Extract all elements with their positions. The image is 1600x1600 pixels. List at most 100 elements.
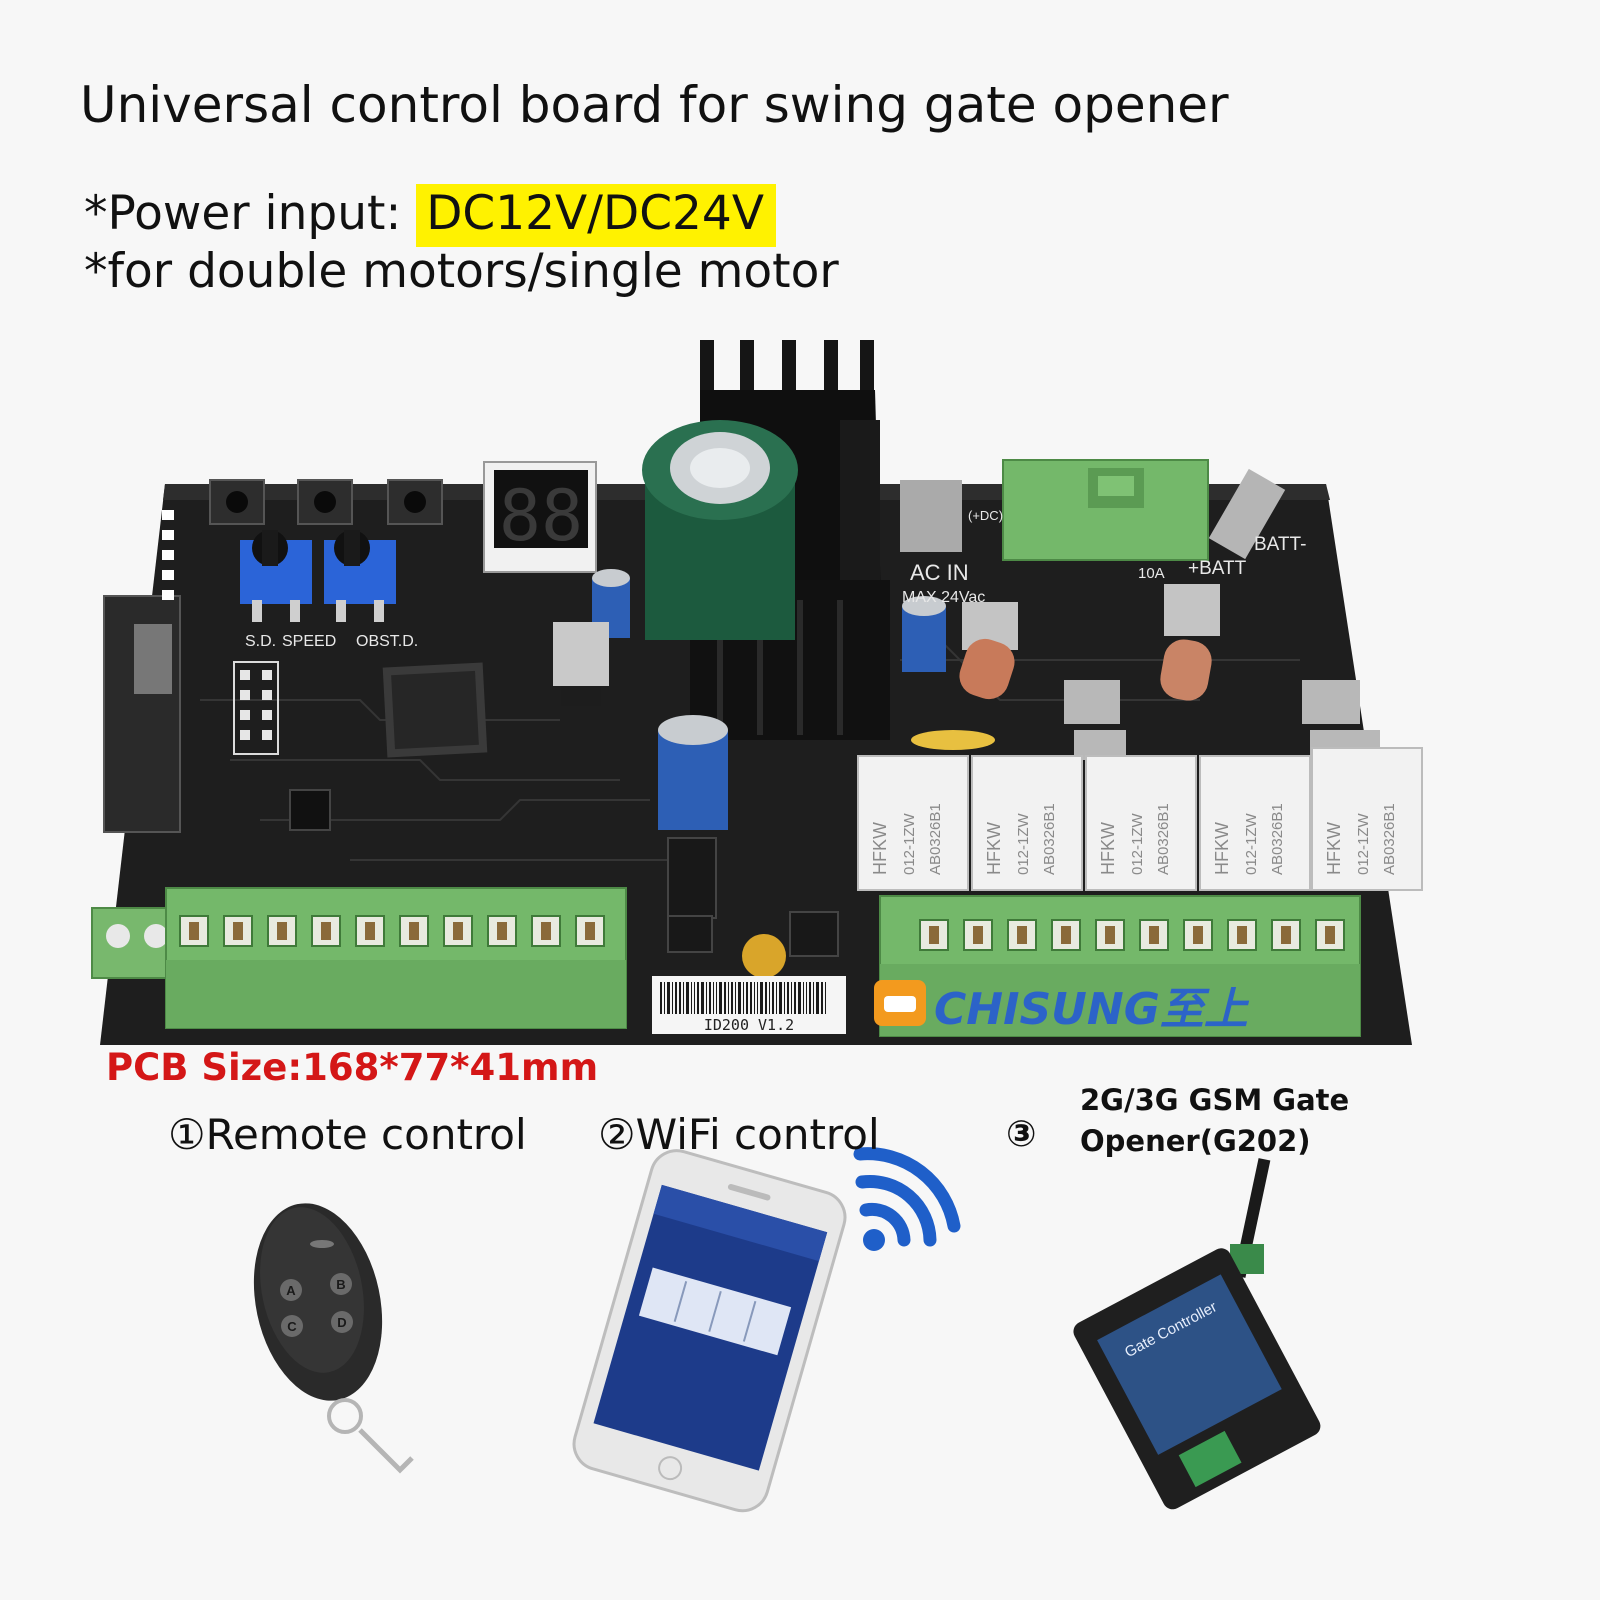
right-terminal-screw-slot-10 bbox=[1325, 926, 1335, 944]
right-terminal-screw-slot-4 bbox=[1061, 926, 1071, 944]
smartphone bbox=[572, 1149, 847, 1513]
barcode-bar bbox=[706, 982, 707, 1014]
svg-text:HFKW: HFKW bbox=[1098, 822, 1118, 875]
barcode-bar bbox=[719, 982, 722, 1014]
option-wifi-control: ②WiFi control bbox=[598, 1110, 880, 1159]
gsm-label-panel bbox=[1097, 1274, 1282, 1455]
relay-2: HFKW 012-1ZW AB0326B1 bbox=[971, 755, 1083, 891]
seven-segment-display: 88 bbox=[483, 461, 597, 573]
left-terminal-screw-slot-7 bbox=[453, 922, 463, 940]
left-terminal-screw-slot-1 bbox=[189, 922, 199, 940]
fuse-holder bbox=[1002, 459, 1209, 561]
label-batt-minus: BATT- bbox=[1254, 534, 1306, 555]
power-input-line: *Power input: DC12V/DC24V bbox=[84, 184, 776, 247]
terminal-block-left bbox=[91, 887, 627, 1029]
svg-text:012-1ZW: 012-1ZW bbox=[1243, 812, 1260, 875]
barcode-bar bbox=[697, 982, 699, 1014]
label-sd: S.D. bbox=[245, 633, 276, 650]
right-terminal-screw-slot-2 bbox=[973, 926, 983, 944]
left-terminal-screw-slot-6 bbox=[409, 922, 419, 940]
barcode-bar bbox=[701, 982, 704, 1014]
svg-text:AB0326B1: AB0326B1 bbox=[1155, 803, 1172, 875]
barcode-bar bbox=[803, 982, 804, 1014]
svg-text:AB0326B1: AB0326B1 bbox=[1269, 803, 1286, 875]
wifi-icon bbox=[853, 1147, 961, 1251]
barcode-bar bbox=[686, 982, 689, 1014]
label-batt-plus: +BATT bbox=[1188, 558, 1247, 579]
motors-line: *for double motors/single motor bbox=[84, 244, 839, 299]
svg-text:B: B bbox=[336, 1277, 345, 1292]
barcode-bar bbox=[738, 982, 741, 1014]
barcode-bar bbox=[660, 982, 662, 1014]
label-obst: OBST.D. bbox=[356, 633, 418, 650]
key-clip bbox=[358, 1428, 414, 1474]
barcode-bar bbox=[779, 982, 782, 1014]
barcode-bar bbox=[713, 982, 714, 1014]
trimmer-potentiometers bbox=[240, 530, 396, 622]
right-terminal-screw-slot-6 bbox=[1149, 926, 1159, 944]
right-terminal-screw-7 bbox=[1183, 919, 1213, 951]
barcode-bar bbox=[821, 982, 823, 1014]
remote-button-d bbox=[331, 1311, 353, 1333]
left-terminal-screw-slot-10 bbox=[585, 922, 595, 940]
barcode-bar bbox=[765, 982, 767, 1014]
barcode-bar bbox=[679, 982, 681, 1014]
barcode-bar bbox=[791, 982, 792, 1014]
barcode-bar bbox=[743, 982, 744, 1014]
left-terminal-screw-slot-5 bbox=[365, 922, 375, 940]
barcode-bar bbox=[787, 982, 789, 1014]
barcode-bar bbox=[798, 982, 801, 1014]
pcb-size-label: PCB Size:168*77*41mm bbox=[106, 1046, 599, 1089]
barcode-bar bbox=[675, 982, 677, 1014]
left-terminal-screw-slot-9 bbox=[541, 922, 551, 940]
remote-control-fob: A B C D bbox=[253, 1203, 414, 1474]
label-ac-in: AC IN bbox=[910, 560, 969, 585]
relay-5: HFKW 012-1ZW AB0326B1 bbox=[1311, 747, 1423, 891]
right-terminal-screw-slot-9 bbox=[1281, 926, 1291, 944]
relay-1: HFKW 012-1ZW AB0326B1 bbox=[857, 755, 969, 891]
relays: HFKW 012-1ZW AB0326B1 HFKW 012-1ZW AB032… bbox=[857, 747, 1423, 891]
label-speed: SPEED bbox=[282, 633, 336, 650]
barcode-bar bbox=[672, 982, 673, 1014]
barcode-bar bbox=[754, 982, 755, 1014]
barcode-bar bbox=[825, 982, 826, 1014]
svg-text:HFKW: HFKW bbox=[1324, 822, 1344, 875]
home-button bbox=[658, 1456, 683, 1481]
gsm-gate-opener: Gate Controller bbox=[1073, 1158, 1321, 1510]
barcode-bar bbox=[794, 982, 796, 1014]
svg-text:AB0326B1: AB0326B1 bbox=[1381, 803, 1398, 875]
yellow-capacitor bbox=[911, 730, 995, 750]
barcode-bar bbox=[735, 982, 736, 1014]
tactile-buttons bbox=[209, 479, 443, 525]
left-terminal-screw-slot-8 bbox=[497, 922, 507, 940]
chisung-logo: CHISUNG至上 bbox=[874, 980, 1250, 1035]
display-digits: 88 bbox=[499, 475, 583, 557]
microcontroller-chip bbox=[382, 662, 488, 758]
option-3-label-line1: 2G/3G GSM Gate bbox=[1080, 1083, 1350, 1117]
main-capacitor bbox=[642, 420, 798, 640]
barcode-bar bbox=[691, 982, 692, 1014]
left-terminal-screw-slot-4 bbox=[321, 922, 331, 940]
svg-text:012-1ZW: 012-1ZW bbox=[901, 812, 918, 875]
relay-4: HFKW 012-1ZW AB0326B1 bbox=[1199, 755, 1311, 891]
remote-button-a bbox=[280, 1279, 302, 1301]
right-terminal-screw-slot-8 bbox=[1237, 926, 1247, 944]
barcode-bar bbox=[772, 982, 774, 1014]
page-title: Universal control board for swing gate o… bbox=[80, 76, 1229, 134]
batt-terminal bbox=[1208, 468, 1286, 560]
barcode-bar bbox=[757, 982, 758, 1014]
barcode-bar bbox=[760, 982, 763, 1014]
right-terminal-screw-slot-3 bbox=[1017, 926, 1027, 944]
barcode-bar bbox=[694, 982, 695, 1014]
option-2-label: WiFi control bbox=[635, 1110, 880, 1159]
barcode-bar bbox=[813, 982, 814, 1014]
remote-button-c bbox=[281, 1315, 303, 1337]
barcode-bar bbox=[746, 982, 748, 1014]
barcode-bar bbox=[664, 982, 665, 1014]
barcode-bar bbox=[716, 982, 717, 1014]
barcode-bar bbox=[784, 982, 785, 1014]
control-board: 88 bbox=[91, 340, 1423, 1045]
barcode-text: ID200 V1.2 bbox=[704, 1016, 794, 1034]
barcode-bar bbox=[667, 982, 670, 1014]
power-value-highlight: DC12V/DC24V bbox=[416, 184, 776, 247]
